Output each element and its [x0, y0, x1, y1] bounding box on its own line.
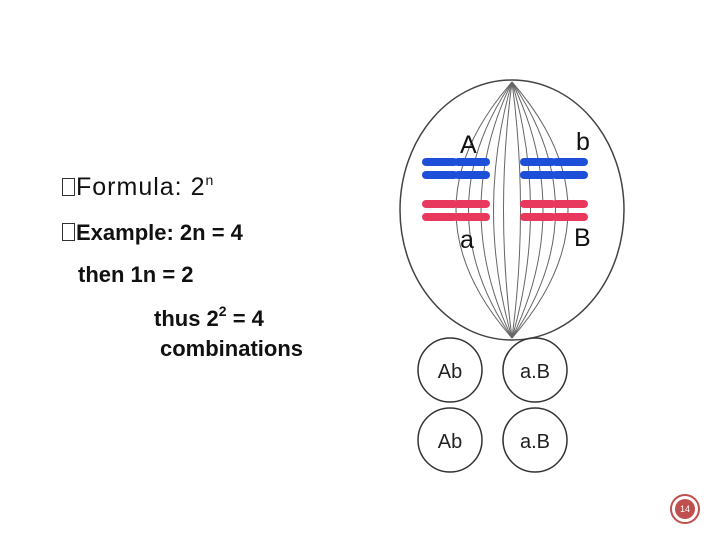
thus-exponent: 2 [218, 303, 227, 319]
allele-label-a: a [460, 226, 474, 254]
combinations-line: combinations [160, 336, 304, 361]
combination-circle: a.B [502, 337, 568, 403]
combination-circle: Ab [417, 407, 483, 473]
then-line: then 1n = 2 [78, 262, 194, 287]
combination-circle: a.B [502, 407, 568, 473]
example-text: Example: 2n = 4 [76, 220, 243, 245]
allele-label-b: b [576, 128, 590, 156]
cell-outline [399, 79, 625, 341]
combination-circle: Ab [417, 337, 483, 403]
chromosome-red-right [520, 200, 588, 221]
combination-label: a.B [520, 361, 550, 383]
chromosome-blue-left [422, 158, 490, 179]
page-number-badge: 14 [670, 494, 700, 524]
thus-text: thus 2 [154, 306, 219, 331]
formula-text: Formula: 2 [76, 173, 206, 201]
example-bullet: □Example: 2n = 4 [62, 220, 243, 246]
bullet-icon: □ [62, 223, 75, 241]
formula-exponent: n [205, 172, 215, 188]
allele-label-A: A [460, 131, 477, 159]
combination-label: Ab [438, 361, 462, 383]
page-number: 14 [675, 499, 695, 519]
bullet-icon: □ [62, 178, 75, 196]
cell-division-diagram: A b a B Ab a.B Ab a.B [399, 79, 625, 473]
spindle-fibers [455, 81, 569, 339]
thus-line: thus 22 = 4 [154, 303, 264, 332]
chromosome-blue-right [520, 158, 588, 179]
allele-label-B: B [574, 224, 591, 252]
thus-result: = 4 [226, 306, 264, 331]
combination-label: Ab [438, 431, 462, 453]
formula-bullet: □Formula: 2n [62, 172, 214, 202]
chromosome-red-left [422, 200, 490, 221]
combination-label: a.B [520, 431, 550, 453]
